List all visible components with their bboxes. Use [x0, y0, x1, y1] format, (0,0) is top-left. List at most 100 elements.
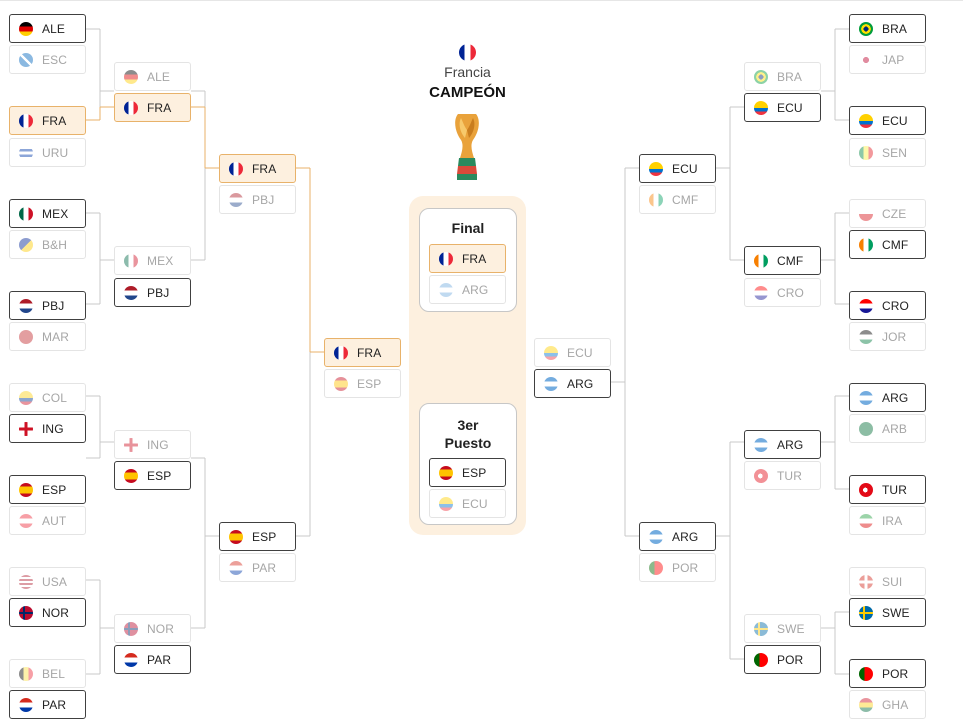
right-r1-team[interactable]: JOR — [849, 322, 926, 351]
left-r1-team[interactable]: MAR — [9, 322, 86, 351]
right-r1-team[interactable]: ARB — [849, 414, 926, 443]
right-r3-team[interactable]: POR — [639, 553, 716, 582]
right-r1-team[interactable]: JAP — [849, 45, 926, 74]
left-r3-team[interactable]: FRA — [219, 154, 296, 183]
team-code: ING — [147, 437, 169, 452]
left-r1-team[interactable]: ING — [9, 414, 86, 443]
flag-icon — [19, 52, 33, 67]
right-r1-team[interactable]: TUR — [849, 475, 926, 504]
left-r3-team[interactable]: ESP — [219, 522, 296, 551]
left-r1-team[interactable]: ESC — [9, 45, 86, 74]
left-r2-team[interactable]: ALE — [114, 62, 191, 91]
left-r2-team[interactable]: PBJ — [114, 278, 191, 307]
final-title: Final — [451, 220, 485, 236]
team-code: ARB — [882, 421, 907, 436]
team-code: ESP — [147, 468, 172, 483]
left-r1-team[interactable]: FRA — [9, 106, 86, 135]
team-code: FRA — [42, 113, 67, 128]
right-r2-team[interactable]: ARG — [744, 430, 821, 459]
right-r2-team[interactable]: CMF — [744, 246, 821, 275]
team-code: BRA — [777, 69, 802, 84]
left-r1-team[interactable]: PBJ — [9, 291, 86, 320]
team-code: JOR — [882, 329, 907, 344]
flag-icon — [439, 496, 453, 511]
flag-icon — [124, 437, 138, 452]
left-semi-team[interactable]: FRA — [324, 338, 401, 367]
left-semi-team[interactable]: ESP — [324, 369, 401, 398]
left-r1-team[interactable]: MEX — [9, 199, 86, 228]
flag-icon — [124, 652, 138, 667]
left-r1-team[interactable]: PAR — [9, 690, 86, 719]
team-code: FRA — [462, 251, 487, 266]
right-semi-team[interactable]: ECU — [534, 338, 611, 367]
team-code: FRA — [252, 161, 277, 176]
final-team-bottom[interactable]: ARG — [429, 275, 506, 304]
left-r1-team[interactable]: USA — [9, 567, 86, 596]
left-r2-team[interactable]: MEX — [114, 246, 191, 275]
team-code: ARG — [567, 376, 594, 391]
left-r2-team[interactable]: ESP — [114, 461, 191, 490]
left-r2-team[interactable]: FRA — [114, 93, 191, 122]
right-r3-team[interactable]: CMF — [639, 185, 716, 214]
right-semi-team[interactable]: ARG — [534, 369, 611, 398]
team-code: ECU — [672, 161, 698, 176]
right-r1-team[interactable]: IRA — [849, 506, 926, 535]
flag-icon — [124, 100, 138, 115]
right-r2-team[interactable]: TUR — [744, 461, 821, 490]
flag-icon — [19, 237, 33, 252]
right-r1-team[interactable]: SEN — [849, 138, 926, 167]
right-r1-team[interactable]: SWE — [849, 598, 926, 627]
left-r1-team[interactable]: AUT — [9, 506, 86, 535]
team-code: JAP — [882, 52, 905, 67]
flag-icon — [124, 621, 138, 636]
right-r1-team[interactable]: ECU — [849, 106, 926, 135]
left-r3-team[interactable]: PBJ — [219, 185, 296, 214]
team-code: MEX — [42, 206, 69, 221]
third-place-title-text: 3er Puesto — [444, 417, 492, 451]
right-r1-team[interactable]: ARG — [849, 383, 926, 412]
right-r1-team[interactable]: GHA — [849, 690, 926, 719]
left-r1-team[interactable]: ESP — [9, 475, 86, 504]
flag-icon — [19, 697, 33, 712]
left-r3-team[interactable]: PAR — [219, 553, 296, 582]
flag-icon — [124, 253, 138, 268]
right-r1-team[interactable]: CMF — [849, 230, 926, 259]
third-team-bottom[interactable]: ECU — [429, 489, 506, 518]
right-r1-team[interactable]: POR — [849, 659, 926, 688]
flag-icon — [859, 21, 873, 36]
left-r1-team[interactable]: URU — [9, 138, 86, 167]
right-r1-team[interactable]: CRO — [849, 291, 926, 320]
right-r3-team[interactable]: ARG — [639, 522, 716, 551]
left-r1-team[interactable]: BEL — [9, 659, 86, 688]
final-team-top[interactable]: FRA — [429, 244, 506, 273]
third-team-top[interactable]: ESP — [429, 458, 506, 487]
champion-name: Francia — [444, 64, 491, 80]
team-code: PAR — [252, 560, 277, 575]
right-r2-team[interactable]: SWE — [744, 614, 821, 643]
right-r2-team[interactable]: BRA — [744, 62, 821, 91]
right-r3-team[interactable]: ECU — [639, 154, 716, 183]
left-r1-team[interactable]: B&H — [9, 230, 86, 259]
left-r1-team[interactable]: COL — [9, 383, 86, 412]
left-r1-team[interactable]: ALE — [9, 14, 86, 43]
left-r2-team[interactable]: ING — [114, 430, 191, 459]
right-r2-team[interactable]: POR — [744, 645, 821, 674]
flag-icon — [754, 69, 768, 84]
flag-icon — [19, 145, 33, 160]
left-r2-team[interactable]: NOR — [114, 614, 191, 643]
right-r1-team[interactable]: SUI — [849, 567, 926, 596]
team-code: NOR — [42, 605, 69, 620]
team-code: ECU — [462, 496, 488, 511]
left-r1-team[interactable]: NOR — [9, 598, 86, 627]
flag-icon — [859, 666, 873, 681]
right-r1-team[interactable]: CZE — [849, 199, 926, 228]
team-code: POR — [672, 560, 699, 575]
right-r2-team[interactable]: ECU — [744, 93, 821, 122]
left-r2-team[interactable]: PAR — [114, 645, 191, 674]
right-r2-team[interactable]: CRO — [744, 278, 821, 307]
right-r1-team[interactable]: BRA — [849, 14, 926, 43]
team-code: CRO — [882, 298, 909, 313]
team-code: PAR — [42, 697, 67, 712]
flag-icon — [439, 282, 453, 297]
team-code: AUT — [42, 513, 67, 528]
